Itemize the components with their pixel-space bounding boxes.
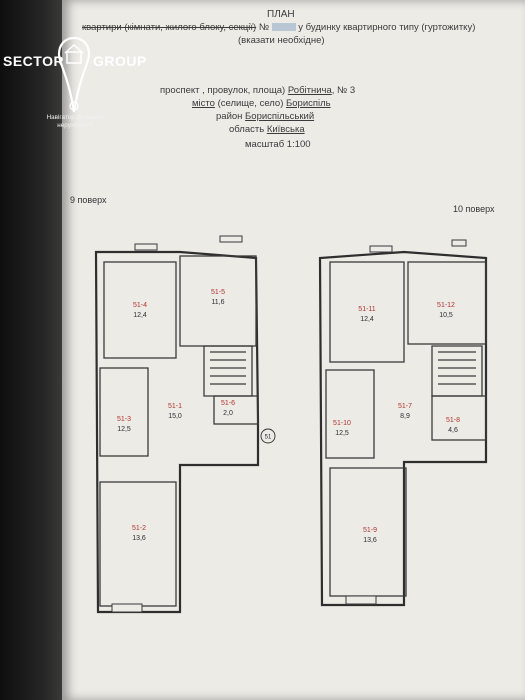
city-line: місто (селище, село) Бориспіль [192,98,331,109]
room-51-6-area: 2,0 [223,410,233,417]
floor9-room-4-walls [103,261,177,359]
room-51-12-id: 51-12 [437,302,455,309]
floor10-outer-wall [318,250,488,607]
floor10-stair [431,345,483,397]
room-51-8-id: 51-8 [446,417,460,424]
logo-tagline: Навігатор де Вашої нерухомості [46,114,104,129]
room-51-6-id: 51-6 [221,400,235,407]
room-51-4-area: 12,4 [133,312,147,319]
room-51-11-area: 12,4 [360,316,374,323]
redacted-number [271,23,296,32]
floor9-room-3-walls [99,367,149,457]
floor9-stair [203,345,253,397]
struck-type-text: квартири (кімнати, жилого блоку, секції) [82,22,257,33]
room-51-5-id: 51-5 [211,289,225,296]
document-title: ПЛАН [267,9,295,20]
map-pin-icon [57,36,91,113]
logo-word-right: GROUP [93,53,147,69]
district-value: Бориспільський [245,111,315,122]
header-line-2: (вказати необхідне) [238,35,325,46]
floor9-room-2-walls [99,481,177,607]
window [111,603,143,613]
room-51-9-area: 13,6 [363,537,377,544]
window [134,243,158,251]
document-page [62,0,525,700]
building-type-text: у будинку квартирного типу (гуртожитку) [298,22,476,33]
logo-word-left: SECTOR [3,53,65,69]
room-51-2-area: 13,6 [132,535,146,542]
street-number: , № 3 [331,85,356,96]
district-prefix: район [216,111,243,122]
city-middle: (селище, село) [217,98,284,109]
street-prefix: проспект , провулок, площа) [160,85,286,96]
floor10-room-11-walls [329,261,405,363]
room-51-5-area: 11,6 [211,299,224,306]
room-51-1-id: 51-1 [168,403,182,410]
room-51-1-area: 15,0 [168,413,182,420]
room-51-3-id: 51-3 [117,416,131,423]
floor10-room-12-walls [407,261,487,345]
city-value: Бориспіль [286,98,331,109]
room-51-7-id: 51-7 [398,403,412,410]
room-51-11-id: 51-11 [358,306,375,313]
district-line: район Бориспільський [216,111,314,122]
number-label: № [258,22,270,33]
street-line: проспект , провулок, площа) Робітнича, №… [160,85,355,96]
window [345,595,377,605]
city-prefix: місто [192,98,215,109]
room-51-4-id: 51-4 [133,302,147,309]
window [219,235,243,243]
window [369,245,393,253]
room-51-8-area: 4,6 [448,427,458,434]
window [451,239,467,247]
apartment-marker [260,428,276,444]
room-51-10-area: 12,5 [335,430,349,437]
scale-line: масштаб 1:100 [245,139,311,150]
header-line-1: квартири (кімнати, жилого блоку, секції)… [82,22,475,33]
room-51-2-id: 51-2 [132,525,146,532]
room-51-9-id: 51-9 [363,527,377,534]
oblast-line: область Київська [229,124,305,135]
room-51-10-id: 51-10 [333,420,351,427]
sector-group-logo: SECTOR GROUP Навігатор де Вашої нерухомо… [0,30,148,140]
room-51-3-area: 12,5 [117,426,131,433]
apartment-marker-label: 51 [265,435,272,441]
street-value: Робітнича [287,85,332,96]
floor-label-10: 10 поверх [453,204,495,214]
room-51-7-area: 8,9 [400,413,410,420]
oblast-prefix: область [229,124,265,135]
oblast-value: Київська [266,124,305,135]
floor10-room-10-walls [325,369,375,459]
room-51-12-area: 10,5 [439,312,453,319]
folder-binding [0,0,62,700]
floor-label-9: 9 поверх [70,195,107,205]
